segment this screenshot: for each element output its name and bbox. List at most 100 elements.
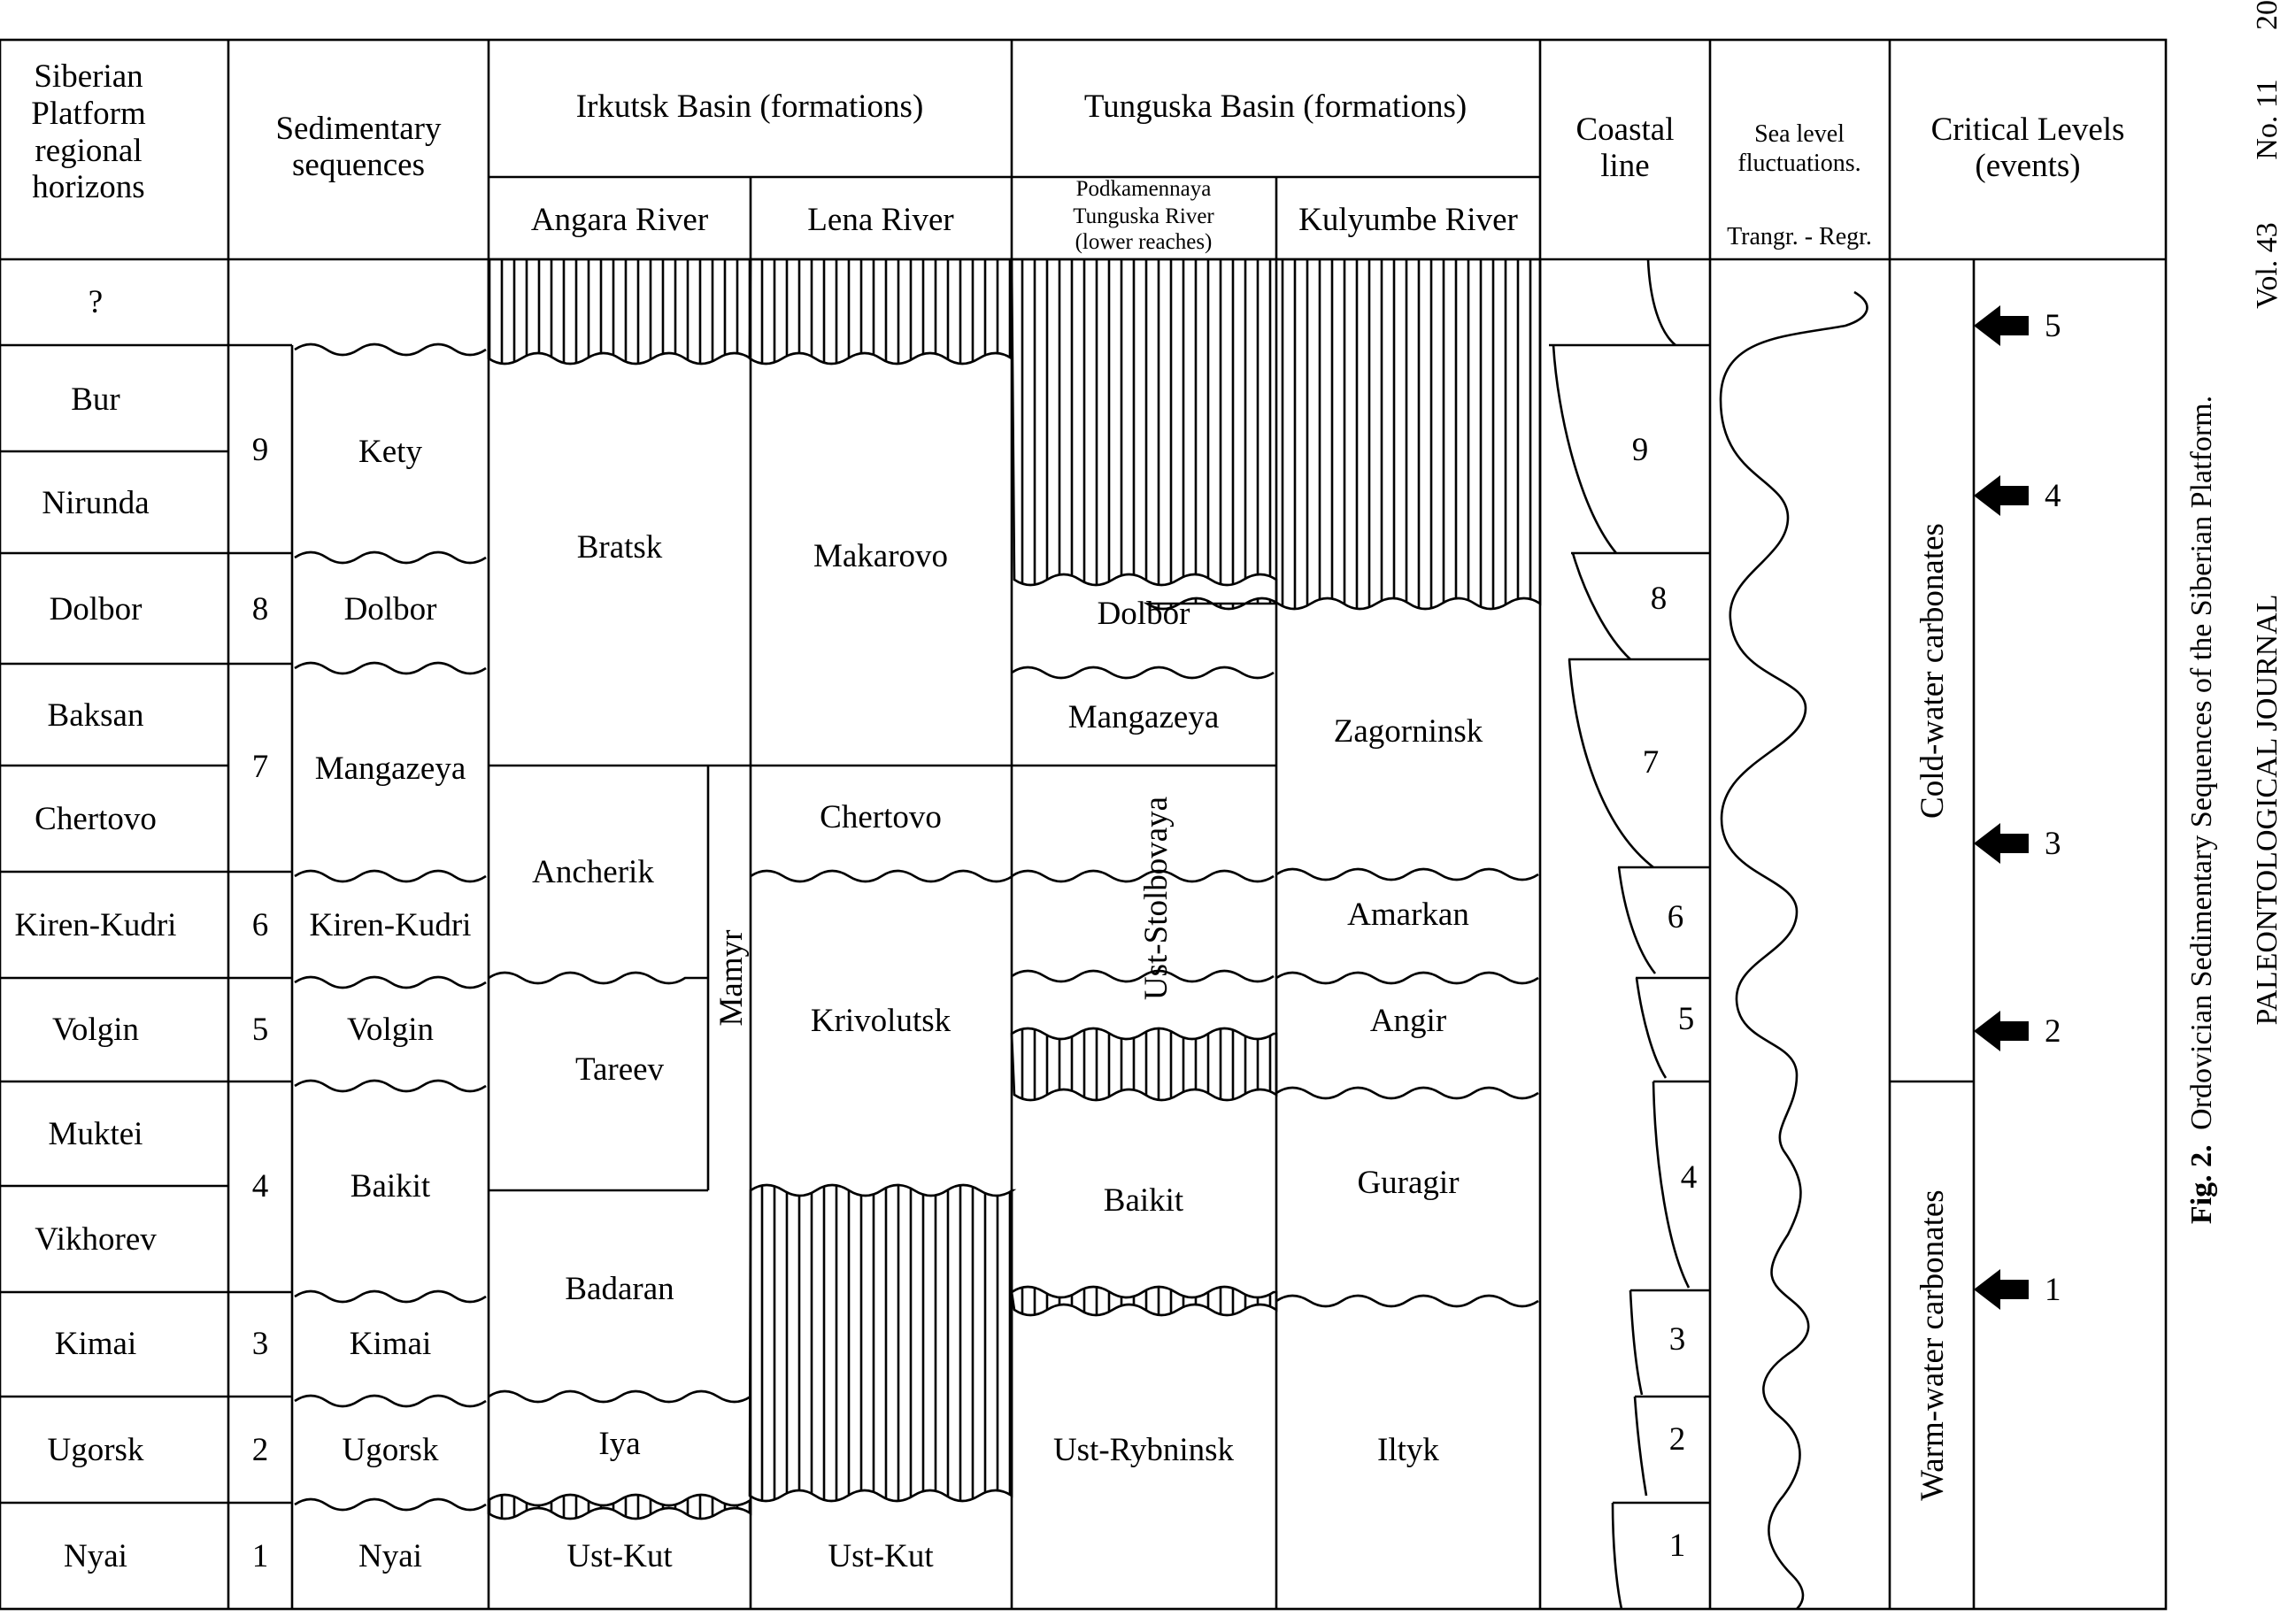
header-angara-river: Angara River xyxy=(531,202,708,238)
sequence-number: 7 xyxy=(252,749,269,785)
sequence-number: 4 xyxy=(252,1168,269,1205)
warm-water-carbonates: Warm-water carbonates xyxy=(1914,1189,1951,1500)
horizon-label: ? xyxy=(89,284,103,320)
journal-no: No. 11 xyxy=(2251,79,2284,159)
formation-label: Ust-Stolbovaya xyxy=(1138,797,1175,1000)
header-sea-level-1: Sea level xyxy=(1754,120,1845,148)
sequence-name: Volgin xyxy=(347,1012,434,1048)
horizon-label: Nirunda xyxy=(42,485,149,521)
header-irkutsk-basin: Irkutsk Basin (formations) xyxy=(576,89,924,125)
formation-label: Baikit xyxy=(1104,1182,1184,1219)
horizon-label: Baksan xyxy=(48,697,144,734)
event-number: 5 xyxy=(2045,308,2061,344)
arrow-event-2 xyxy=(1974,1011,2029,1051)
sequence-number: 6 xyxy=(252,907,269,943)
event-numbers: 5 4 3 2 1 xyxy=(2045,308,2061,1308)
horizon-label: Kimai xyxy=(55,1326,136,1362)
formation-label: Iltyk xyxy=(1377,1432,1439,1468)
event-arrows xyxy=(1974,305,2029,1310)
cold-water-carbonates: Cold-water carbonates xyxy=(1914,523,1951,819)
formation-label: Makarovo xyxy=(813,538,948,574)
header-regional-horizons-4: horizons xyxy=(32,169,144,205)
header-kulyumbe-river: Kulyumbe River xyxy=(1298,202,1518,238)
formation-label: Mangazeya xyxy=(1068,699,1220,735)
caption: Fig. 2. Ordovician Sedimentary Sequences… xyxy=(2185,396,2218,1224)
sequence-number: 1 xyxy=(252,1538,269,1574)
mamyr-label: Mamyr xyxy=(713,930,750,1027)
horizon-label: Dolbor xyxy=(50,591,143,627)
wavy-boundaries xyxy=(294,343,1539,1512)
header-sedimentary-1: Sedimentary xyxy=(275,111,442,147)
sequence-number: 9 xyxy=(252,432,269,468)
arrow-event-3 xyxy=(1974,823,2029,864)
horizon-label: Volgin xyxy=(52,1012,139,1048)
table-frame xyxy=(0,38,2168,1611)
formation-label: Ust-Kut xyxy=(566,1538,673,1574)
formation-label: Amarkan xyxy=(1347,897,1469,933)
podkamennaya-formations: Dolbor Mangazeya Ust-Stolbovaya Baikit U… xyxy=(1053,596,1235,1468)
horizon-label: Bur xyxy=(71,381,120,418)
header-sedimentary-2: sequences xyxy=(292,147,425,183)
header-podkamennaya-1: Podkamennaya xyxy=(1076,177,1212,201)
hatch-podk-lower xyxy=(1010,1285,1278,1317)
sequence-name: Ugorsk xyxy=(343,1432,439,1468)
coastal-number: 7 xyxy=(1643,744,1660,781)
header-coastal-line-1: Coastal xyxy=(1576,112,1675,148)
journal-running-head: PALEONTOLOGICAL JOURNAL Vol. 43 No. 11 2… xyxy=(2251,0,2284,1026)
sequence-name: Nyai xyxy=(358,1538,422,1574)
sequence-number: 2 xyxy=(252,1432,269,1468)
horizon-label: Chertovo xyxy=(35,801,157,837)
event-number: 4 xyxy=(2045,478,2061,514)
horizon-label: Vikhorev xyxy=(35,1221,157,1258)
header-critical-levels-2: (events) xyxy=(1975,148,2080,184)
horizon-label: Nyai xyxy=(64,1538,127,1574)
sequence-number: 3 xyxy=(252,1326,269,1362)
header-sea-level-2: fluctuations. xyxy=(1737,150,1860,177)
horizon-label: Ugorsk xyxy=(48,1432,144,1468)
header-regional-horizons-2: Platform xyxy=(31,96,146,132)
formation-label: Tareev xyxy=(575,1051,665,1088)
coastal-number: 5 xyxy=(1678,1001,1695,1037)
header-transgression-regression: Trangr. - Regr. xyxy=(1727,223,1872,250)
coastal-number: 3 xyxy=(1669,1321,1686,1358)
formation-label: Zagorninsk xyxy=(1334,713,1483,750)
header-critical-levels-1: Critical Levels xyxy=(1931,112,2125,148)
angara-formations: Bratsk Ancherik Tareev Badaran Iya Ust-K… xyxy=(532,529,750,1574)
horizon-label: Muktei xyxy=(49,1116,143,1152)
sequence-name: Kimai xyxy=(350,1326,431,1362)
sequence-number: 8 xyxy=(252,591,269,627)
event-number: 2 xyxy=(2045,1013,2061,1050)
sequence-name: Dolbor xyxy=(344,591,437,627)
event-number: 1 xyxy=(2045,1272,2061,1308)
coastal-number: 8 xyxy=(1651,581,1668,617)
formation-label: Dolbor xyxy=(1098,596,1190,632)
formation-label: Ancherik xyxy=(532,854,654,890)
arrow-event-1 xyxy=(1974,1269,2029,1310)
hatch-angara-top xyxy=(487,258,752,366)
arrow-event-5 xyxy=(1974,305,2029,346)
lena-formations: Makarovo Chertovo Krivolutsk Ust-Kut xyxy=(811,538,951,1574)
coastal-number: 4 xyxy=(1681,1159,1698,1196)
formation-label: Chertovo xyxy=(820,799,942,835)
sequence-number: 5 xyxy=(252,1012,269,1048)
header-tunguska-basin: Tunguska Basin (formations) xyxy=(1084,89,1467,125)
header-regional-horizons-1: Siberian xyxy=(34,58,143,95)
header-coastal-line-2: line xyxy=(1600,148,1649,184)
header: Siberian Platform regional horizons Sedi… xyxy=(31,58,2124,254)
journal-vol: Vol. 43 xyxy=(2251,222,2284,309)
journal-year: 2009 xyxy=(2251,0,2284,30)
hatch-angara-lower xyxy=(487,1493,752,1520)
sequence-name: Kiren-Kudri xyxy=(310,907,472,943)
header-podkamennaya-3: (lower reaches) xyxy=(1075,230,1213,254)
formation-label: Guragir xyxy=(1357,1165,1459,1201)
event-number: 3 xyxy=(2045,826,2061,862)
coastal-numbers: 9 8 7 6 5 4 3 2 1 xyxy=(1632,432,1698,1564)
hatch-podk-middle xyxy=(1010,1027,1278,1102)
carbonates: Cold-water carbonates Warm-water carbona… xyxy=(1914,523,1951,1501)
formation-label: Krivolutsk xyxy=(811,1003,951,1039)
horizon-label: Kiren-Kudri xyxy=(15,907,177,943)
horizons-column: ? Bur Nirunda Dolbor Baksan Chertovo Kir… xyxy=(15,284,177,1574)
sea-level-curve xyxy=(1719,290,1868,1610)
formation-label: Badaran xyxy=(565,1271,674,1307)
sequence-name: Kety xyxy=(358,434,422,470)
